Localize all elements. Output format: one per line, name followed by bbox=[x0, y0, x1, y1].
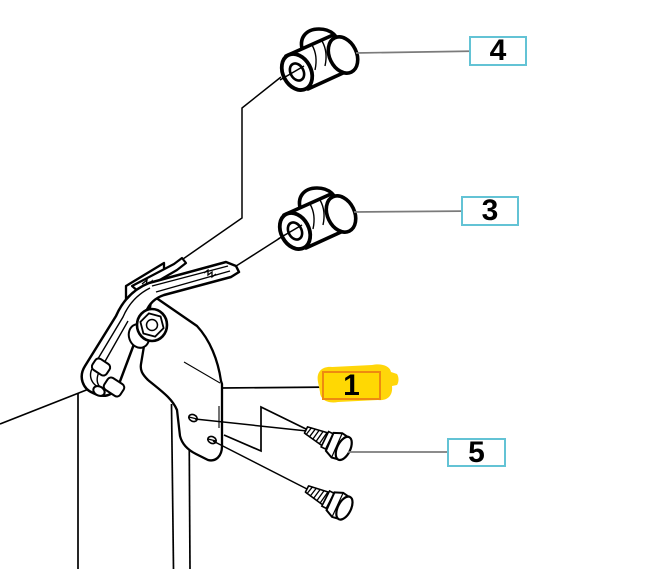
lever-assembly-part[interactable] bbox=[80, 256, 241, 398]
pivot-bolt bbox=[127, 307, 169, 349]
leader-lines bbox=[220, 50, 483, 453]
screw-part-5-upper[interactable] bbox=[298, 417, 357, 465]
callout-3-label: 3 bbox=[481, 194, 499, 227]
callout-1-label: 1 bbox=[343, 368, 360, 402]
callout-3[interactable]: 3 bbox=[461, 196, 519, 226]
screw-part-5-lower[interactable] bbox=[299, 476, 358, 525]
callout-5-label: 5 bbox=[468, 435, 485, 469]
callout-5[interactable]: 5 bbox=[447, 435, 506, 469]
damper-part-4[interactable] bbox=[273, 27, 366, 98]
damper-connector-lines bbox=[182, 76, 282, 269]
damper-part-3[interactable] bbox=[271, 186, 364, 257]
callout-4-label: 4 bbox=[489, 34, 507, 67]
callout-4[interactable]: 4 bbox=[469, 36, 527, 66]
frame-tube-lines bbox=[0, 386, 191, 569]
callout-1[interactable]: 1 bbox=[322, 368, 381, 402]
screw-axis-lines bbox=[194, 405, 309, 490]
